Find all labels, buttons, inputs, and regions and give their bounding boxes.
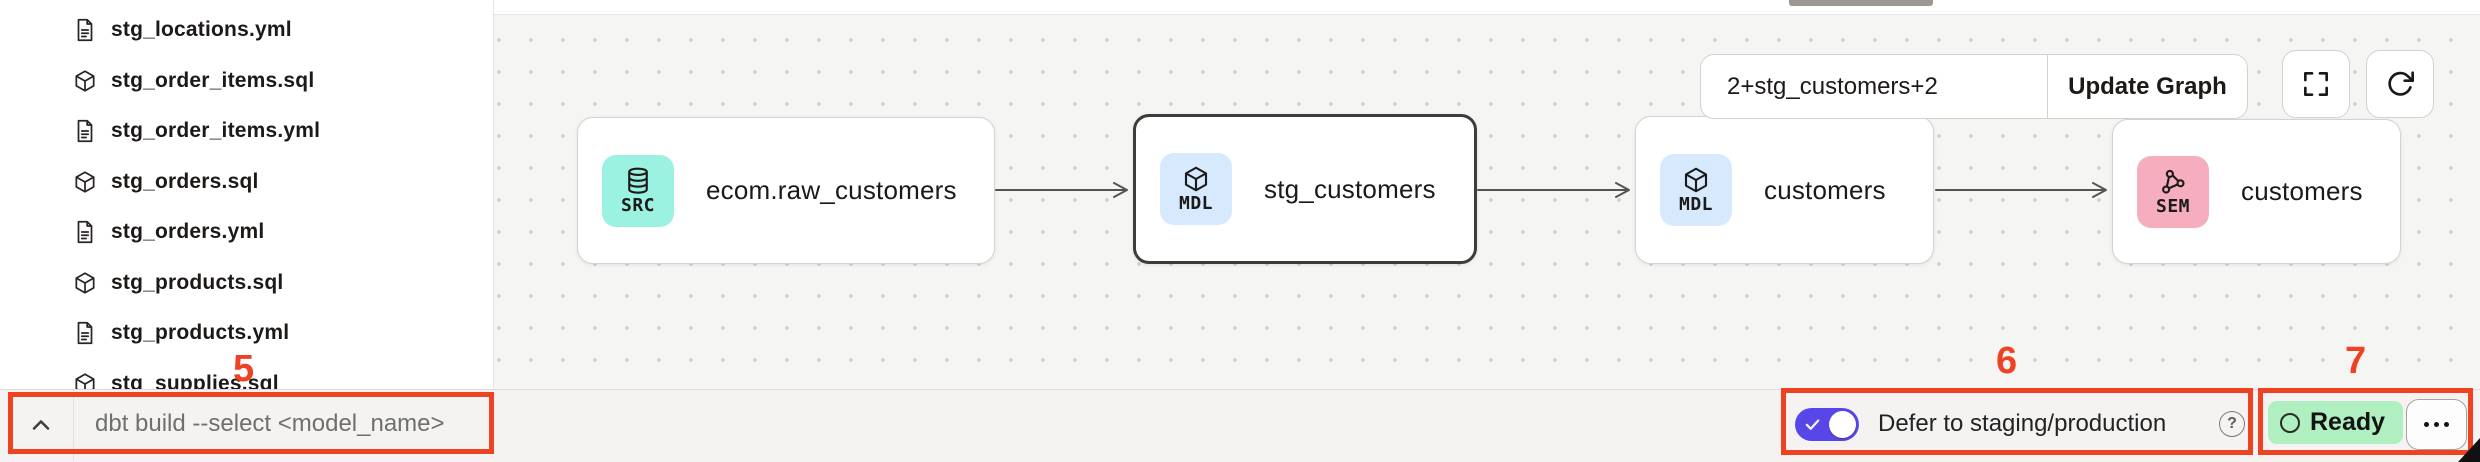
database-icon: [628, 167, 648, 194]
defer-toggle[interactable]: [1795, 408, 1859, 441]
badge-label: SRC: [620, 194, 655, 216]
refresh-icon: [2388, 71, 2414, 96]
file-name: stg_locations.yml: [111, 18, 292, 41]
file-name: stg_order_items.yml: [111, 119, 321, 142]
file-name: stg_orders.yml: [111, 220, 265, 243]
model-cube-icon: [75, 70, 95, 92]
file-name: stg_products.yml: [111, 321, 290, 344]
check-icon: [1805, 419, 1820, 430]
model-badge: MDL: [1660, 154, 1732, 226]
refresh-graph-button[interactable]: [2366, 50, 2434, 118]
update-graph-button[interactable]: Update Graph: [2047, 55, 2247, 118]
command-bar-divider: [73, 390, 74, 461]
chevron-up-icon: [32, 420, 50, 430]
defer-label: Defer to staging/production: [1878, 410, 2167, 437]
file-name: stg_supplies.sql: [111, 372, 279, 389]
status-label: Ready: [2310, 408, 2386, 436]
badge-label: SEM: [2155, 195, 2190, 217]
lineage-selector-input[interactable]: [1701, 55, 2047, 118]
file-item[interactable]: stg_orders.sql: [0, 157, 493, 207]
file-item[interactable]: stg_locations.yml: [0, 5, 493, 55]
model-badge: MDL: [1160, 153, 1232, 225]
node-title: ecom.raw_customers: [706, 175, 957, 205]
file-tree-sidebar: stg_locations.yml stg_order_items.sql st…: [0, 0, 494, 389]
file-yml-icon: [77, 321, 93, 345]
status-circle-icon: [2280, 412, 2300, 433]
dbt-command-input[interactable]: [95, 400, 480, 448]
semantic-graph-icon: [2162, 169, 2185, 194]
toggle-knob: [1829, 411, 1856, 438]
fullscreen-button[interactable]: [2282, 50, 2350, 118]
fullscreen-icon: [2304, 72, 2328, 96]
source-badge: SRC: [602, 154, 674, 227]
badge-label: MDL: [1678, 194, 1713, 216]
file-yml-icon: [77, 220, 93, 244]
node-title: customers: [1764, 174, 1886, 205]
file-yml-icon: [77, 18, 93, 42]
file-item[interactable]: stg_products.yml: [0, 308, 493, 358]
more-options-button[interactable]: [2406, 399, 2467, 450]
edge-arrow: [1477, 182, 1630, 198]
file-item-partial[interactable]: stg_supplies.sql: [0, 359, 493, 389]
file-item[interactable]: stg_orders.yml: [0, 207, 493, 257]
node-title: stg_customers: [1264, 173, 1436, 204]
model-cube-icon: [75, 272, 95, 294]
file-item[interactable]: stg_order_items.sql: [0, 56, 493, 106]
file-yml-icon: [77, 119, 93, 143]
ellipsis-icon: [2424, 422, 2429, 427]
lineage-node-customers-semantic[interactable]: SEM customers: [2112, 119, 2401, 264]
node-title: customers: [2241, 176, 2363, 206]
file-name: stg_orders.sql: [111, 170, 259, 193]
edge-arrow: [1935, 182, 2107, 198]
file-item[interactable]: stg_products.sql: [0, 258, 493, 308]
edge-arrow: [995, 182, 1128, 198]
mouse-cursor: [2458, 438, 2480, 462]
horizontal-scrollbar-thumb[interactable]: [1789, 0, 1933, 6]
lineage-node-customers-model[interactable]: MDL customers: [1635, 116, 1934, 264]
cube-icon: [1184, 166, 1208, 192]
model-cube-icon: [75, 373, 95, 389]
status-badge: Ready: [2268, 401, 2404, 444]
lineage-edges: [995, 182, 2107, 198]
cube-icon: [1684, 167, 1708, 193]
file-name: stg_products.sql: [111, 271, 284, 294]
expand-command-panel-button[interactable]: [22, 406, 60, 444]
lineage-selector-group: Update Graph: [1700, 54, 2248, 119]
file-item[interactable]: stg_order_items.yml: [0, 106, 493, 156]
badge-label: MDL: [1178, 193, 1213, 215]
semantic-model-badge: SEM: [2137, 155, 2209, 228]
help-icon[interactable]: ?: [2219, 411, 2245, 437]
file-name: stg_order_items.sql: [111, 69, 315, 92]
model-cube-icon: [75, 171, 95, 193]
lineage-node-stg-customers[interactable]: MDL stg_customers: [1133, 114, 1477, 264]
canvas-top-strip: [494, 0, 2480, 15]
lineage-node-src-ecom-raw-customers[interactable]: SRC ecom.raw_customers: [577, 117, 995, 264]
